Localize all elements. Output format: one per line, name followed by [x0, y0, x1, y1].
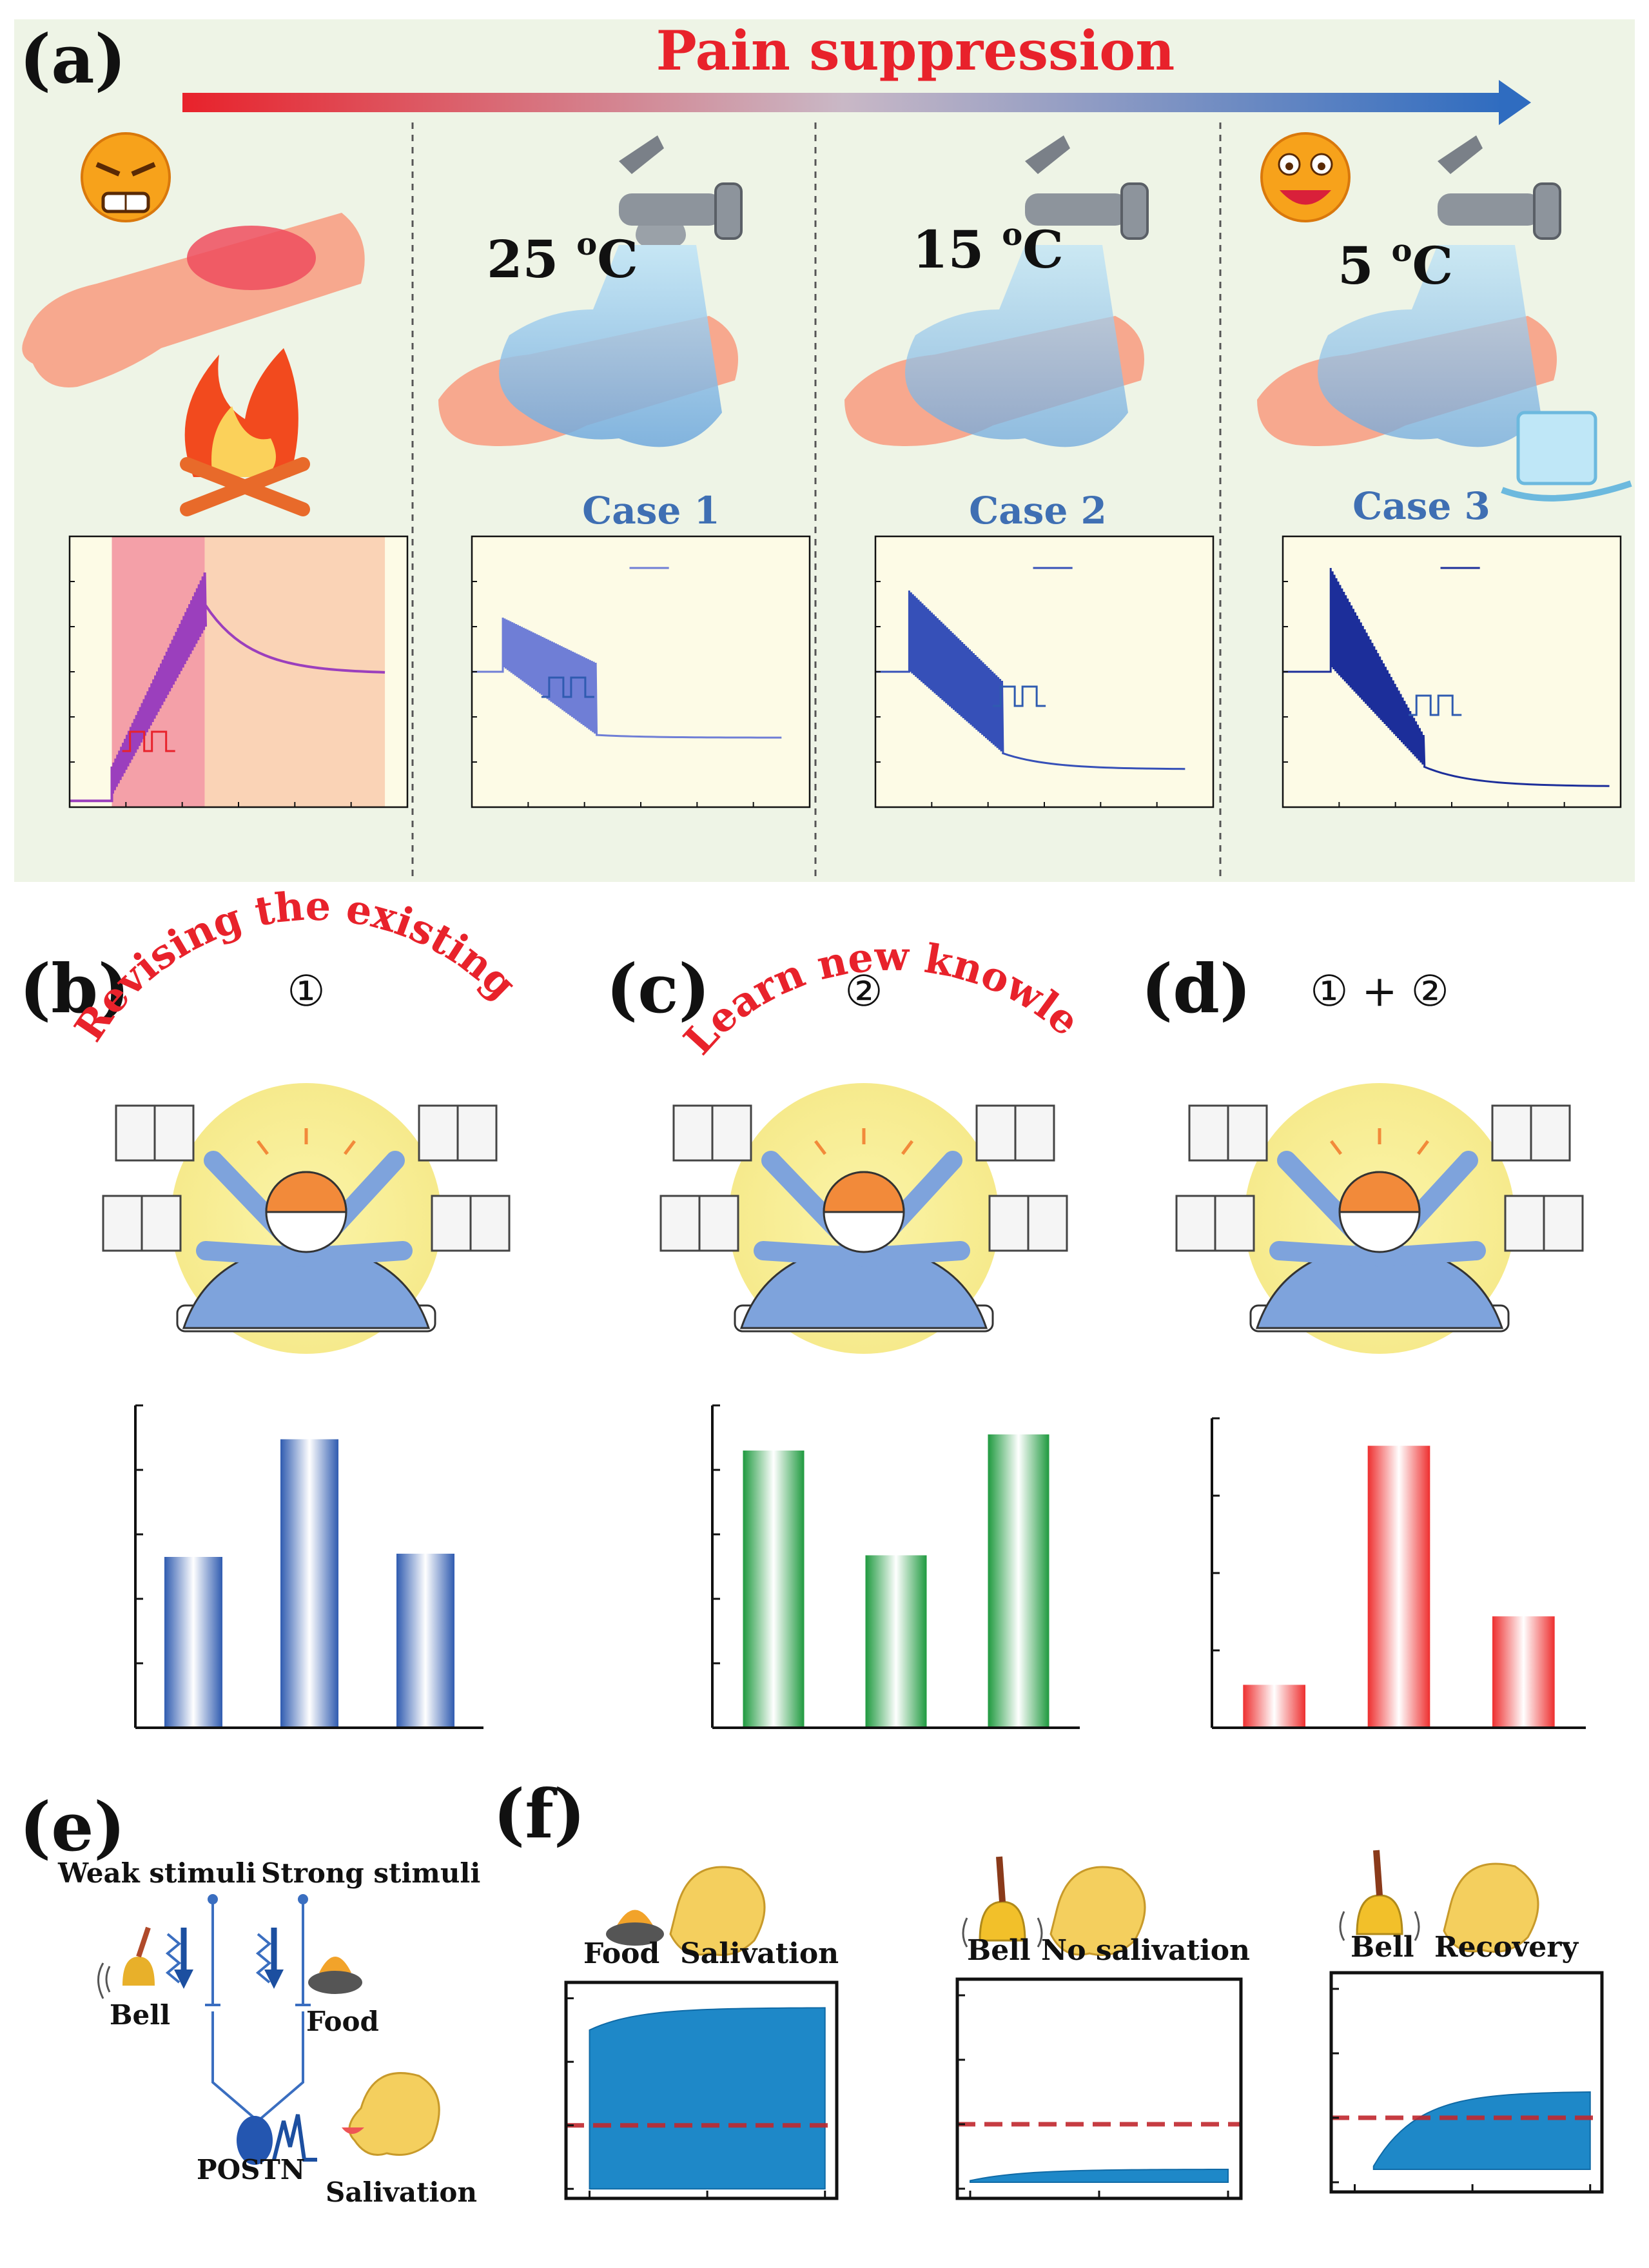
- burned-arm-icon: [22, 213, 365, 387]
- bell-small-icon: [97, 1926, 155, 1999]
- f3-caption-left: Bell: [1351, 1931, 1414, 1964]
- bar: [396, 1554, 454, 1728]
- faucet-case-2-icon: [844, 135, 1149, 447]
- f2-caption-left: Bell: [967, 1934, 1031, 1967]
- f2-caption-right: No salivation: [1041, 1934, 1250, 1967]
- pain-suppression-arrow: [182, 80, 1531, 125]
- pulse-glyph: [993, 685, 1046, 707]
- hair-icon: [1338, 1171, 1421, 1213]
- chart-f1: [564, 1980, 839, 2200]
- weak-stimuli-label: Weak stimuli: [57, 1857, 256, 1889]
- hair-icon: [265, 1171, 347, 1213]
- circuit-diagram: [165, 1894, 317, 2162]
- f2-dog-icon: [1049, 1866, 1146, 1956]
- current-area: [1372, 2091, 1591, 2170]
- bar: [988, 1434, 1049, 1728]
- learner-new-icon: [659, 1083, 1068, 1354]
- f1-dog-icon: [669, 1866, 766, 1956]
- current-area: [589, 2007, 826, 2190]
- learner-revising-icon: [102, 1083, 511, 1354]
- f3-bell-icon: [1339, 1850, 1420, 1941]
- idea-rays-icon: [814, 1128, 913, 1155]
- plot-frame: [955, 1977, 1243, 2200]
- plot-frame: [1329, 1971, 1604, 2194]
- chart-a4: [1282, 535, 1622, 808]
- chart-a3: [874, 535, 1215, 808]
- temp-case-3: 5 oC: [1338, 233, 1453, 296]
- panel-e-letter: (e): [19, 1787, 126, 1866]
- salivation-label: Salivation: [326, 2176, 477, 2208]
- hair-icon: [823, 1171, 905, 1213]
- arm-icon: [297, 1241, 413, 1267]
- bar: [743, 1451, 805, 1728]
- faucet-case-3-icon: [1257, 135, 1632, 502]
- f1-food-icon: [606, 1910, 664, 1946]
- dog-salivating-icon: [342, 2072, 440, 2156]
- case-2-label: Case 2: [969, 489, 1107, 533]
- idea-rays-icon: [1330, 1128, 1429, 1155]
- pulse-glyph: [1409, 694, 1462, 716]
- panel-c-letter: (c): [606, 949, 710, 1028]
- chart-f3: [1329, 1971, 1604, 2194]
- arm-icon: [1370, 1241, 1486, 1267]
- postn-label: POSTN: [197, 2154, 305, 2185]
- f3-caption-right: Recovery: [1434, 1931, 1579, 1964]
- panel-c-circle-2: ②: [844, 966, 883, 1016]
- pulse-glyph: [122, 730, 175, 752]
- case-1-label: Case 1: [582, 489, 720, 533]
- bar: [1243, 1685, 1305, 1728]
- temp-case-1: 25 oC: [487, 226, 638, 289]
- case-3-label: Case 3: [1352, 484, 1490, 528]
- strong-stimuli-label: Strong stimuli: [261, 1857, 480, 1889]
- bar: [1492, 1616, 1555, 1728]
- panel-b-circle-1: ①: [287, 966, 325, 1016]
- bell-label: Bell: [110, 1999, 170, 2031]
- postn-neuron-icon: [237, 2116, 273, 2165]
- series-trace: [70, 572, 385, 803]
- panel-d-formula: ① + ②: [1310, 966, 1449, 1016]
- learner-combined-icon: [1175, 1083, 1584, 1354]
- chart-a1: [68, 535, 409, 808]
- bar: [280, 1439, 338, 1728]
- series-trace: [1283, 567, 1610, 787]
- bar: [164, 1557, 222, 1728]
- panel-d-letter: (d): [1141, 949, 1251, 1028]
- arm-icon: [196, 1241, 316, 1267]
- food-label: Food: [306, 2006, 379, 2037]
- series-trace: [875, 590, 1186, 770]
- happy-emoji-icon: [1260, 132, 1351, 222]
- chart-a2: [471, 535, 811, 808]
- series-trace: [472, 617, 782, 739]
- idea-rays-icon: [257, 1128, 356, 1155]
- panel-a-letter: (a): [19, 19, 126, 99]
- f3-dog-icon: [1443, 1862, 1539, 1953]
- chart-b: [134, 1404, 483, 1729]
- panel-a-separators: [411, 122, 1222, 880]
- panel-b-letter: (b): [19, 949, 130, 1028]
- arm-icon: [1269, 1241, 1389, 1267]
- faucet-case-1-icon: [438, 135, 743, 447]
- f1-caption-left: Food: [583, 1937, 659, 1970]
- f1-caption-right: Salivation: [680, 1937, 839, 1970]
- chart-d: [1211, 1417, 1586, 1729]
- bar: [1367, 1445, 1430, 1728]
- arm-icon: [854, 1241, 970, 1267]
- food-bowl-icon: [308, 1957, 362, 1994]
- current-area: [970, 2168, 1229, 2183]
- chart-f2: [955, 1977, 1243, 2200]
- panel-f-letter: (f): [493, 1774, 585, 1853]
- angry-emoji-icon: [81, 132, 171, 222]
- arm-icon: [754, 1241, 873, 1267]
- plot-frame: [564, 1980, 839, 2200]
- campfire-icon: [180, 348, 310, 516]
- f2-bell-icon: [962, 1856, 1043, 1948]
- bar: [865, 1555, 927, 1728]
- banner-title: Pain suppression: [656, 19, 1175, 83]
- pulse-glyph: [541, 676, 594, 698]
- temp-case-2: 15 oC: [912, 217, 1064, 280]
- chart-c: [711, 1404, 1080, 1729]
